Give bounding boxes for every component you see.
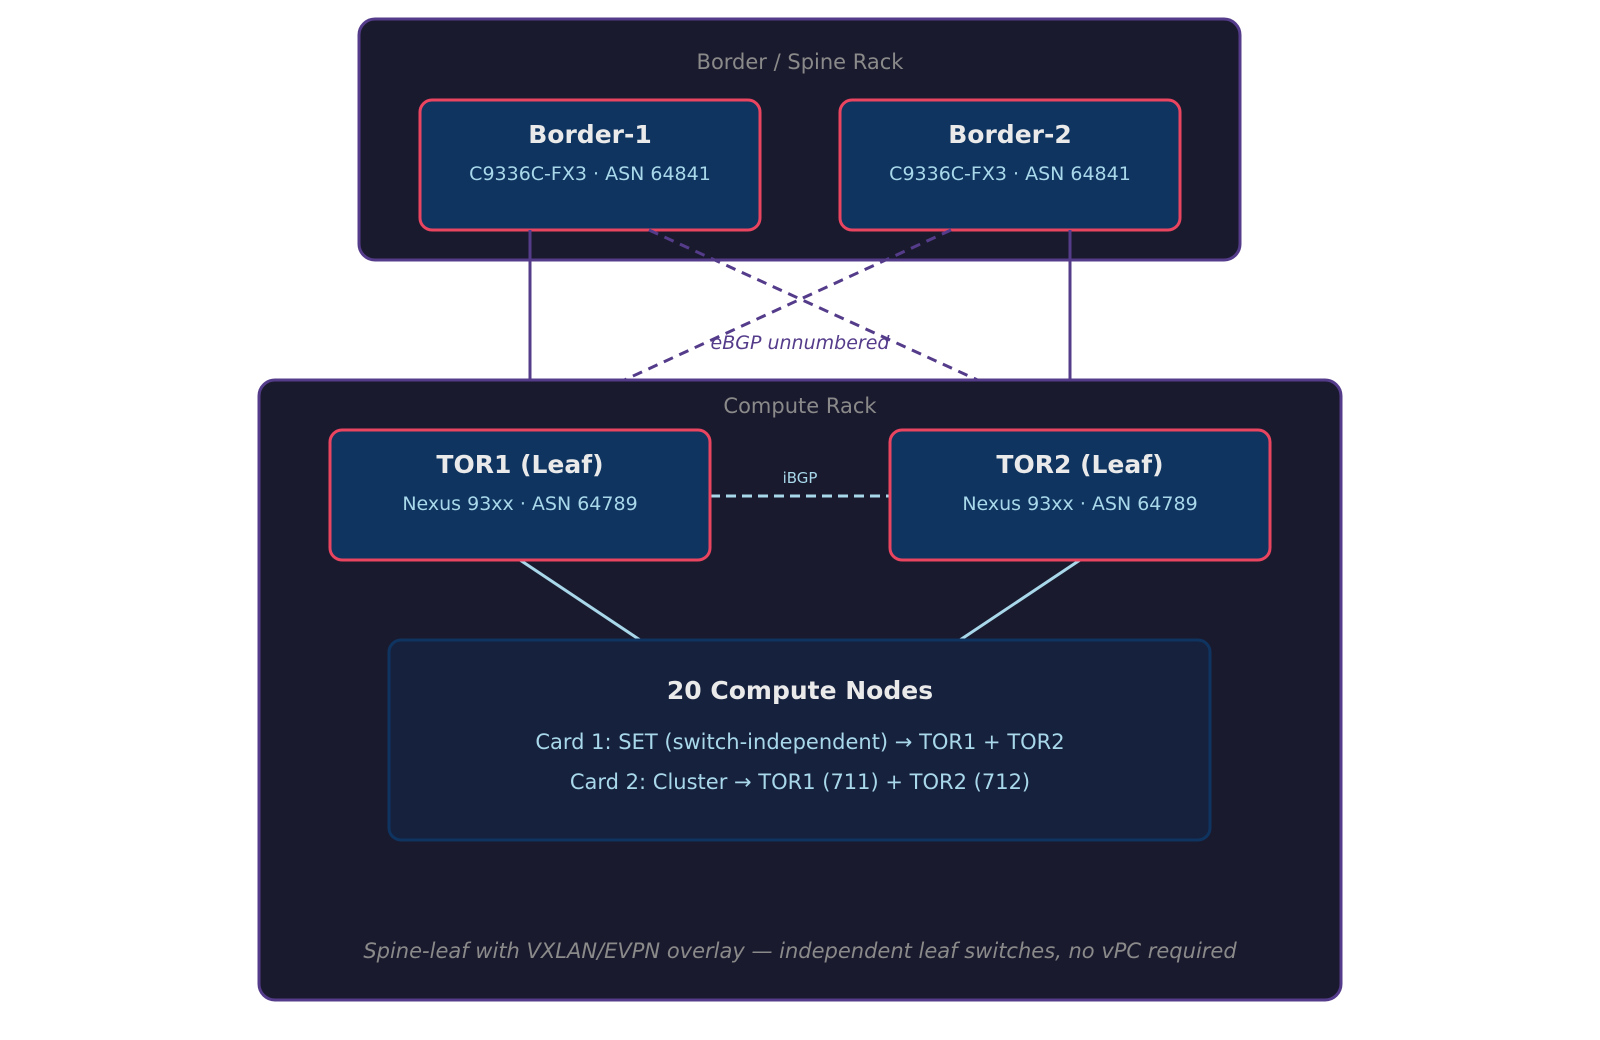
uplink-border2-tor1-dashed: [619, 228, 952, 384]
tor2-box[interactable]: [888, 428, 1272, 562]
border-1-box[interactable]: [418, 98, 762, 232]
border-1-detail: C9336C-FX3 · ASN 64841: [469, 163, 711, 185]
ibgp-label: iBGP: [783, 469, 818, 487]
compute-nodes-box[interactable]: [387, 638, 1212, 842]
tor1-name: TOR1 (Leaf): [436, 450, 603, 479]
ebgp-unnumbered-label: eBGP unnumbered: [711, 332, 891, 354]
compute-nodes-card1: Card 1: SET (switch-independent) → TOR1 …: [535, 730, 1064, 754]
downlink-tor1-nodes: [519, 558, 641, 642]
border-2-switch[interactable]: Border-2 C9336C-FX3 · ASN 64841: [838, 98, 1182, 232]
border-1-name: Border-1: [528, 120, 652, 149]
tor1-box[interactable]: [328, 428, 712, 562]
tor2-switch[interactable]: TOR2 (Leaf) Nexus 93xx · ASN 64789: [888, 428, 1272, 562]
border-2-detail: C9336C-FX3 · ASN 64841: [889, 163, 1131, 185]
border-spine-rack: Border / Spine Rack Border-1 C9336C-FX3 …: [357, 17, 1242, 262]
topology-footnote: Spine-leaf with VXLAN/EVPN overlay — ind…: [363, 939, 1237, 963]
border-2-box[interactable]: [838, 98, 1182, 232]
downlink-tor2-nodes: [959, 558, 1081, 642]
compute-rack-label: Compute Rack: [723, 394, 877, 418]
compute-nodes-title: 20 Compute Nodes: [667, 676, 933, 705]
border-2-name: Border-2: [948, 120, 1072, 149]
tor1-switch[interactable]: TOR1 (Leaf) Nexus 93xx · ASN 64789: [328, 428, 712, 562]
border-1-switch[interactable]: Border-1 C9336C-FX3 · ASN 64841: [418, 98, 762, 232]
tor2-detail: Nexus 93xx · ASN 64789: [962, 493, 1197, 515]
uplinks: eBGP unnumbered: [528, 228, 1072, 384]
border-rack-label: Border / Spine Rack: [697, 50, 905, 74]
tor1-detail: Nexus 93xx · ASN 64789: [402, 493, 637, 515]
compute-nodes-group[interactable]: 20 Compute Nodes Card 1: SET (switch-ind…: [387, 638, 1212, 842]
compute-rack: Compute Rack iBGP TOR1 (Leaf) Nexus 93xx…: [257, 378, 1343, 1002]
tor2-name: TOR2 (Leaf): [996, 450, 1163, 479]
compute-nodes-card2: Card 2: Cluster → TOR1 (711) + TOR2 (712…: [570, 770, 1030, 794]
